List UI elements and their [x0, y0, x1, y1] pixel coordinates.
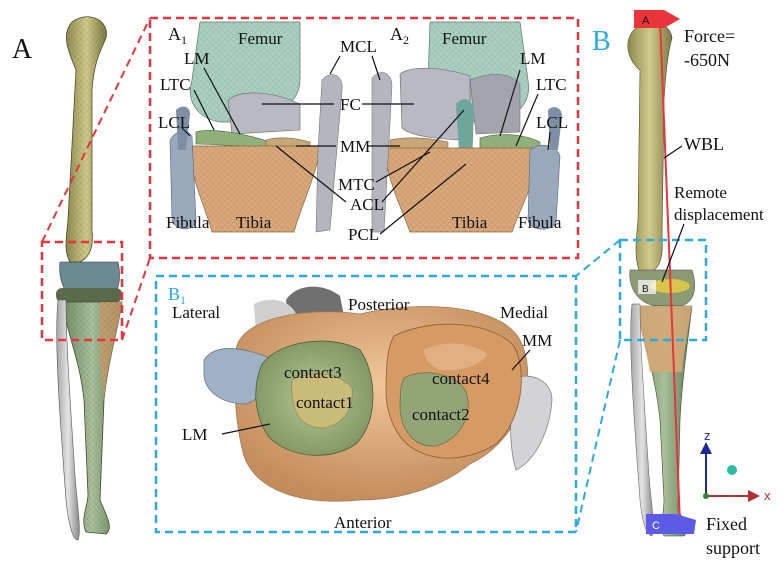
mtc-label: MTC [338, 175, 375, 194]
z-axis-arrow [700, 442, 712, 454]
mcl-label: MCL [340, 37, 377, 56]
panel-a-leg-model: A [12, 17, 122, 540]
a2-ltc-label: LTC [536, 75, 567, 94]
a1-lm-label: LM [184, 49, 210, 68]
b1-anterior-label: Anterior [334, 513, 392, 532]
a1-femur-label: Femur [238, 29, 283, 48]
b1-medial-label: Medial [500, 303, 548, 322]
wbl-label: WBL [684, 134, 724, 154]
blue-connector-top [576, 240, 620, 276]
a1-fibula-label: Fibula [166, 213, 210, 232]
acl-label: ACL [350, 195, 384, 214]
marker-b-text: B [642, 284, 649, 295]
b1-contact1-label: contact1 [296, 393, 354, 412]
b1-lateral-label: Lateral [172, 303, 220, 322]
force-arrow [664, 10, 680, 28]
red-connector-bottom [122, 258, 150, 340]
force-label-line1: Force= [684, 26, 735, 46]
marker-a-text: A [642, 15, 650, 27]
fixed-label-line1: Fixed [706, 514, 747, 534]
fixed-marker-c [646, 514, 676, 534]
fixed-support-block [676, 514, 696, 534]
panel-b-boundary-model: B A B C [592, 10, 696, 536]
a2-femoral-cartilage-lateral [470, 74, 520, 134]
panel-a-label: A [12, 34, 33, 65]
pcl-label: PCL [348, 225, 379, 244]
b1-contact2-label: contact2 [412, 405, 470, 424]
fixed-label-line2: support [706, 538, 760, 558]
a2-lcl-label: LCL [536, 113, 568, 132]
a1-lcl-label: LCL [158, 113, 190, 132]
force-label-line2: -650N [684, 50, 730, 70]
b1-contact4-label: contact4 [432, 369, 490, 388]
a2-fibula-label: Fibula [518, 213, 562, 232]
blue-connector-bottom [576, 340, 620, 532]
b1-mm-label: MM [522, 331, 552, 350]
fc-label: FC [340, 95, 361, 114]
b1-contact3-label: contact3 [284, 363, 342, 382]
a2-femur-label: Femur [442, 29, 487, 48]
axis-indicator-sphere [727, 465, 737, 475]
b1-posterior-label: Posterior [348, 295, 410, 314]
x-axis-label: x [764, 488, 771, 503]
marker-c-text: C [652, 520, 660, 532]
z-axis-label: z [704, 428, 711, 443]
wbl-leader [664, 146, 682, 158]
x-axis-arrow [748, 490, 760, 502]
a1-ltc-label: LTC [160, 75, 191, 94]
coordinate-axes: z x [700, 428, 771, 503]
b1-lm-label: LM [182, 425, 208, 444]
panel-b-label: B [592, 26, 611, 57]
remote-label-line1: Remote [674, 183, 727, 202]
remote-label-line2: displacement [674, 205, 764, 224]
a2-tibia-label: Tibia [452, 213, 488, 232]
axis-origin [703, 493, 709, 499]
a1-tibia-label: Tibia [236, 213, 272, 232]
a2-lm-label: LM [520, 49, 546, 68]
mm-label: MM [340, 137, 370, 156]
